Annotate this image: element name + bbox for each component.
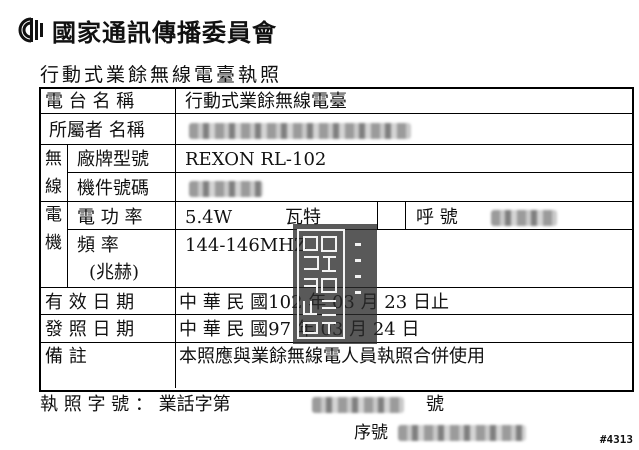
row-divider [41, 201, 632, 202]
valid-date-label: 有 效 日 期 [45, 292, 135, 313]
radio-group-label: 無 [45, 149, 62, 169]
power-unit: 瓦特 [285, 207, 321, 228]
brand-model-value: REXON RL-102 [185, 149, 327, 170]
license-number-label: 執 照 字 號 ： 業話字第 [40, 394, 231, 415]
owner-redacted [189, 123, 411, 139]
column-divider [67, 144, 68, 287]
column-divider [405, 201, 406, 229]
serial-label: 機件號碼 [77, 178, 149, 199]
remarks-label: 備 註 [45, 346, 87, 367]
row-divider [67, 172, 632, 173]
issue-date-label: 發 照 日 期 [45, 319, 135, 340]
serial-redacted [189, 181, 263, 197]
sequence-redacted [398, 425, 526, 441]
header: 國家通訊傳播委員會 [16, 12, 277, 48]
station-name-label: 電 台 名 稱 [45, 91, 135, 112]
frequency-value: 144-146MHZ [185, 235, 307, 256]
ncc-logo-icon [18, 17, 43, 43]
radio-group-label: 線 [45, 177, 62, 197]
remarks-value: 本照應與業餘無線電人員執照合併使用 [179, 346, 485, 367]
power-value: 5.4W [185, 207, 233, 228]
power-group-label: 機 [45, 233, 62, 253]
org-name: 國家通訊傳播委員會 [52, 18, 277, 47]
owner-label: 所屬者 名稱 [49, 120, 145, 141]
station-name-value: 行動式業餘無線電臺 [185, 91, 347, 112]
callsign-redacted [491, 210, 557, 226]
column-divider [377, 201, 378, 229]
document-title: 行動式業餘無線電臺執照 [40, 64, 283, 86]
license-number-suffix: 號 [426, 394, 444, 415]
power-label: 電 功 率 [77, 207, 143, 228]
form-serial: #4313 [599, 433, 633, 446]
row-divider [41, 144, 632, 145]
frequency-label: 頻 率 [77, 235, 119, 256]
power-group-label: 電 [45, 205, 62, 225]
frequency-unit-label: (兆赫) [89, 262, 140, 283]
brand-model-label: 廠牌型號 [77, 149, 149, 170]
column-divider [175, 89, 176, 388]
license-table: 電 台 名 稱 行動式業餘無線電臺 所屬者 名稱 無 線 廠牌型號 REXON … [39, 87, 634, 392]
seal-stamp-icon [293, 224, 377, 344]
license-number-redacted [312, 397, 404, 413]
callsign-label: 呼 號 [416, 207, 458, 228]
sequence-label: 序號 [354, 423, 388, 443]
row-divider [41, 113, 632, 114]
